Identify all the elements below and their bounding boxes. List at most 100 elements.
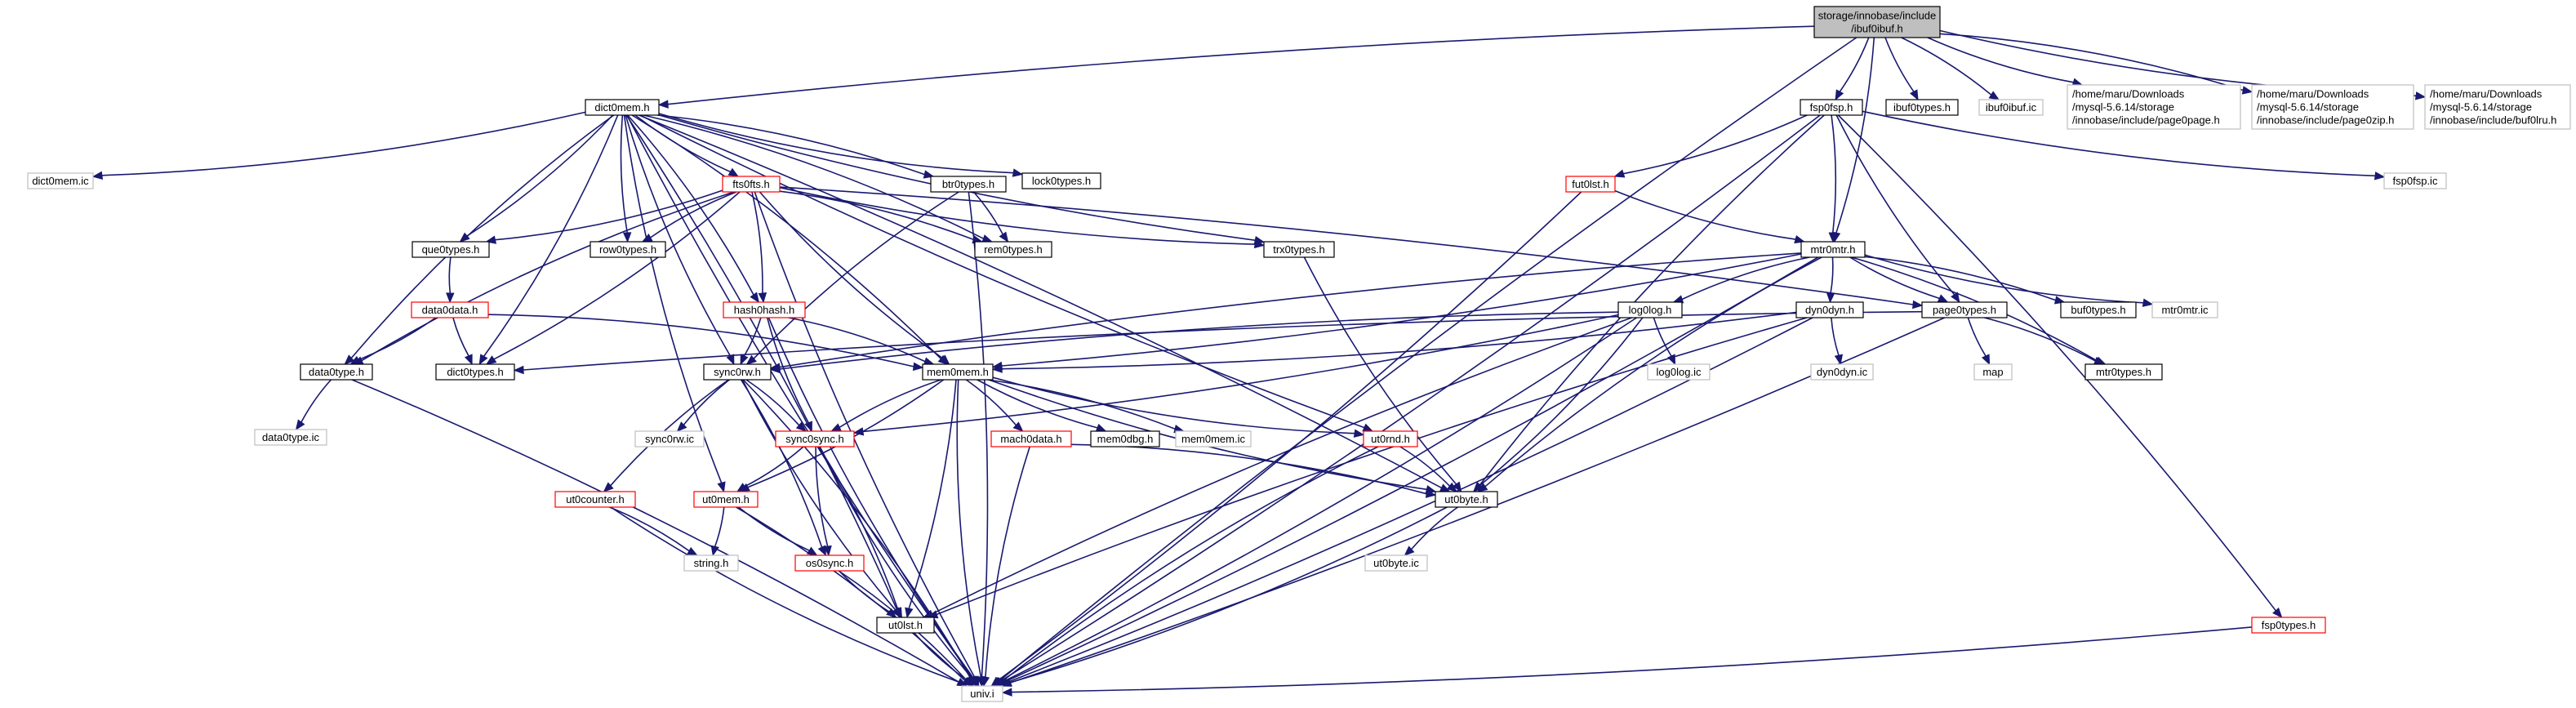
node-btr0types-h[interactable]: btr0types.h bbox=[930, 176, 1007, 193]
node-fts0fts-h[interactable]: fts0fts.h bbox=[722, 176, 781, 193]
edge-fsp0fsp_h-to-fut0lst_h bbox=[1623, 114, 1808, 175]
node-box bbox=[1885, 99, 1959, 116]
edge-log0log_h-to-sync0sync_h bbox=[862, 314, 1619, 433]
edge-ut0counter_h-to-univ_i bbox=[610, 506, 959, 683]
edge-fsp0fsp_h-to-fsp0types_h bbox=[1837, 114, 2276, 612]
arrowhead-page0types_h-to-map bbox=[1982, 354, 1991, 366]
edge-dict0mem_h-to-fts0fts_h bbox=[634, 114, 731, 173]
edge-fut0lst_h-to-univ_i bbox=[998, 191, 1582, 681]
node-mem0dbg-h[interactable]: mem0dbg.h bbox=[1090, 430, 1160, 448]
edge-mem0mem_h-to-mem0mem_ic bbox=[987, 379, 1176, 430]
node-label: mem0mem.h bbox=[927, 366, 989, 378]
node-row0types-h[interactable]: row0types.h bbox=[589, 241, 666, 258]
node-dict0types-h[interactable]: dict0types.h bbox=[435, 363, 515, 381]
node-trx0types-h[interactable]: trx0types.h bbox=[1263, 241, 1335, 258]
edge-ut0byte_h-to-ut0byte_ic bbox=[1410, 506, 1458, 550]
node-sync0sync-h[interactable]: sync0sync.h bbox=[775, 430, 855, 448]
arrowhead-mtr0mtr_h-to-mtr0mtr_ic bbox=[2142, 298, 2154, 307]
node-ut0lst-h[interactable]: ut0lst.h bbox=[876, 617, 935, 634]
arrowhead-ut0byte_h-to-ut0byte_ic bbox=[1404, 545, 1415, 556]
arrowhead-data0type_h-to-data0type_ic bbox=[295, 419, 305, 431]
edge-sync0rw_h-to-ut0lst_h bbox=[741, 379, 896, 611]
node-log0log-h[interactable]: log0log.h bbox=[1617, 301, 1683, 318]
arrowhead-fsp0fsp_h-to-fut0lst_h bbox=[1613, 169, 1626, 178]
node-label: fsp0types.h bbox=[2262, 619, 2316, 631]
arrowhead-sync0rw_h-to-sync0rw_ic bbox=[676, 421, 687, 432]
arrowhead-fts0fts_h-to-trx0types_h bbox=[1253, 239, 1266, 249]
arrowhead-dict0mem_h-to-dict0types_h bbox=[478, 354, 488, 366]
edge-fsp0types_h-to-univ_i bbox=[1011, 626, 2253, 693]
arrowhead-ut0byte_h-to-univ_i bbox=[1000, 678, 1012, 687]
node-root[interactable]: storage/innobase/include/ibuf0ibuf.h bbox=[1813, 6, 1941, 38]
edge-ut0lst_h-to-univ_i bbox=[913, 632, 968, 681]
node-fsp0types-h[interactable]: fsp0types.h bbox=[2251, 617, 2326, 634]
node-label: trx0types.h bbox=[1273, 243, 1325, 256]
node-mem0mem-h[interactable]: mem0mem.h bbox=[922, 363, 994, 381]
arrowhead-data0data_h-to-dict0types_h bbox=[464, 354, 473, 366]
node-ut0rnd-h[interactable]: ut0rnd.h bbox=[1363, 430, 1418, 448]
edge-sync0rw_h-to-sync0rw_ic bbox=[683, 379, 730, 425]
node-box bbox=[990, 430, 1072, 448]
node-sync0rw-ic: sync0rw.ic bbox=[634, 430, 705, 448]
node-page0types-h[interactable]: page0types.h bbox=[1921, 301, 2008, 318]
node-label: ut0rnd.h bbox=[1371, 433, 1410, 445]
edge-btr0types_h-to-sync0rw_h bbox=[753, 191, 959, 359]
node-mtr0mtr-h[interactable]: mtr0mtr.h bbox=[1800, 241, 1866, 258]
edge-data0data_h-to-dict0types_h bbox=[452, 317, 469, 357]
edge-root-to-mtr0mtr_h bbox=[1835, 37, 1875, 234]
arrowhead-ut0rnd_h-to-ut0byte_h bbox=[1446, 482, 1458, 492]
node-fut0lst-h[interactable]: fut0lst.h bbox=[1565, 176, 1616, 193]
node-dyn0dyn-h[interactable]: dyn0dyn.h bbox=[1795, 301, 1864, 318]
node-dict0mem-h[interactable]: dict0mem.h bbox=[585, 99, 660, 116]
node-box bbox=[1617, 301, 1683, 318]
node-sync0rw-h[interactable]: sync0rw.h bbox=[703, 363, 772, 381]
node-label: string.h bbox=[694, 557, 729, 569]
node-label: dyn0dyn.ic bbox=[1817, 366, 1868, 378]
edge-hash0hash_h-to-sync0rw_h bbox=[743, 317, 762, 357]
node-box bbox=[1647, 363, 1711, 381]
node-label: storage/innobase/include bbox=[1818, 10, 1937, 22]
node-label: dyn0dyn.h bbox=[1805, 304, 1854, 316]
arrowhead-dict0mem_h-to-fts0fts_h bbox=[727, 167, 740, 177]
arrowhead-root-to-buf0lru_h bbox=[2414, 91, 2427, 100]
edge-mem0mem_h-to-mach0data_h bbox=[965, 379, 1017, 426]
node-mtr0types-h[interactable]: mtr0types.h bbox=[2084, 363, 2163, 381]
arrowhead-fts0fts_h-to-dict0types_h bbox=[485, 355, 497, 365]
node-label: dict0mem.ic bbox=[32, 175, 89, 187]
node-box bbox=[775, 430, 855, 448]
node-label: fsp0fsp.h bbox=[1810, 101, 1853, 114]
node-box bbox=[1021, 172, 1101, 189]
node-box bbox=[693, 491, 759, 508]
edge-fts0fts_h-to-data0type_h bbox=[361, 191, 735, 362]
node-label: os0sync.h bbox=[806, 557, 854, 569]
edge-log0log_h-to-sync0rw_h bbox=[779, 311, 1619, 370]
node-data0data-h[interactable]: data0data.h bbox=[411, 301, 489, 318]
node-label: sync0sync.h bbox=[785, 433, 844, 445]
edge-ut0byte_h-to-univ_i bbox=[1009, 506, 1448, 684]
arrowhead-page0types_h-to-dict0types_h bbox=[513, 365, 524, 375]
node-buf0types-h[interactable]: buf0types.h bbox=[2060, 301, 2137, 318]
node-rem0types-h[interactable]: rem0types.h bbox=[974, 241, 1052, 258]
edge-sync0rw_h-to-ut0counter_h bbox=[610, 379, 729, 487]
node-hash0hash-h[interactable]: hash0hash.h bbox=[723, 301, 806, 318]
node-box bbox=[2151, 301, 2218, 318]
node-ibuf0types-h[interactable]: ibuf0types.h bbox=[1885, 99, 1959, 116]
node-label: /home/maru/Downloads bbox=[2430, 88, 2543, 100]
arrowhead-sync0sync_h-to-univ_i bbox=[968, 675, 978, 688]
node-ut0byte-h[interactable]: ut0byte.h bbox=[1435, 491, 1498, 508]
edge-mtr0mtr_h-to-page0types_h bbox=[1849, 256, 1940, 300]
edge-hash0hash_h-to-univ_i bbox=[767, 317, 974, 679]
node-que0types-h[interactable]: que0types.h bbox=[412, 241, 490, 258]
node-os0sync-h[interactable]: os0sync.h bbox=[794, 554, 865, 572]
node-mach0data-h[interactable]: mach0data.h bbox=[990, 430, 1072, 448]
node-label: mtr0types.h bbox=[2096, 366, 2151, 378]
arrowhead-fut0lst_h-to-mtr0mtr_h bbox=[1794, 234, 1805, 244]
node-ut0counter-h[interactable]: ut0counter.h bbox=[554, 491, 636, 508]
node-string-h: string.h bbox=[683, 554, 739, 572]
node-data0type-h[interactable]: data0type.h bbox=[300, 363, 373, 381]
edge-data0type_h-to-data0type_ic bbox=[300, 379, 331, 423]
node-fsp0fsp-h[interactable]: fsp0fsp.h bbox=[1800, 99, 1863, 116]
node-ut0mem-h[interactable]: ut0mem.h bbox=[693, 491, 759, 508]
node-lock0types-h[interactable]: lock0types.h bbox=[1021, 172, 1101, 189]
node-box bbox=[2084, 363, 2163, 381]
